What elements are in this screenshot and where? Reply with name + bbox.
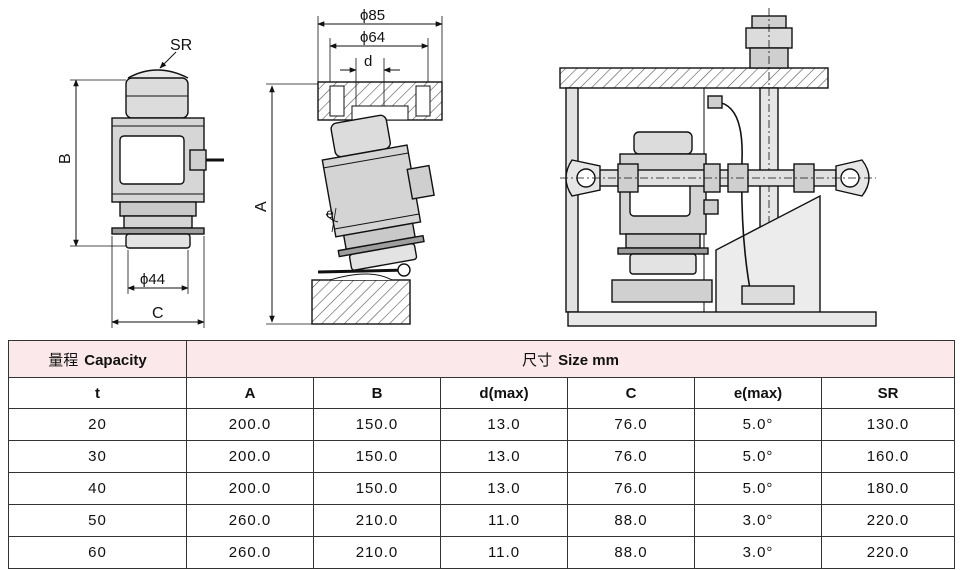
table-cell: 76.0 (567, 440, 695, 473)
table-row: 30 200.0 150.0 13.0 76.0 5.0° 160.0 (8, 440, 955, 473)
table-row: 20 200.0 150.0 13.0 76.0 5.0° 130.0 (8, 408, 955, 441)
label-a: A (253, 201, 270, 212)
size-header-cn: 尺寸 (522, 351, 553, 369)
label-phi64: ϕ64 (360, 29, 385, 46)
table-cell: 260.0 (186, 536, 314, 569)
table-cell: 3.0° (694, 504, 822, 537)
table-cell: 220.0 (821, 536, 955, 569)
table-cell: 88.0 (567, 504, 695, 537)
column-header-d: d(max) (440, 377, 568, 409)
table-cell: 180.0 (821, 472, 955, 505)
column-header-sr: SR (821, 377, 955, 409)
table-cell: 160.0 (821, 440, 955, 473)
table-cell: 11.0 (440, 504, 568, 537)
spec-table: 量程 Capacity 尺寸 Size mm t A B d(max) C e(ma… (8, 340, 955, 569)
capacity-header-en: Capacity (84, 351, 147, 369)
size-header: 尺寸 Size mm (186, 340, 955, 378)
table-cell: 210.0 (313, 504, 441, 537)
column-header-a: A (186, 377, 314, 409)
table-cell: 200.0 (186, 472, 314, 505)
label-phi85: ϕ85 (360, 7, 385, 24)
table-cell: 30 (8, 440, 187, 473)
table-cell: 5.0° (694, 408, 822, 441)
mounting-assembly-view (559, 8, 877, 327)
table-cell: 60 (8, 536, 187, 569)
capacity-header-cn: 量程 (48, 351, 79, 369)
sensor-tilt-view (266, 16, 443, 325)
table-row: 60 260.0 210.0 11.0 88.0 3.0° 220.0 (8, 536, 955, 569)
table-cell: 20 (8, 408, 187, 441)
table-cell: 220.0 (821, 504, 955, 537)
table-cell: 76.0 (567, 472, 695, 505)
column-header-t: t (8, 377, 187, 409)
sensor-front-view (70, 51, 224, 328)
table-cell: 76.0 (567, 408, 695, 441)
table-cell: 88.0 (567, 536, 695, 569)
table-cell: 11.0 (440, 536, 568, 569)
label-c: C (152, 305, 164, 322)
label-b: B (57, 153, 74, 164)
table-cell: 3.0° (694, 536, 822, 569)
label-e: e (326, 205, 334, 221)
table-cell: 5.0° (694, 440, 822, 473)
table-cell: 200.0 (186, 408, 314, 441)
label-d: d (364, 53, 372, 70)
table-cell: 150.0 (313, 440, 441, 473)
table-cell: 50 (8, 504, 187, 537)
table-row: 40 200.0 150.0 13.0 76.0 5.0° 180.0 (8, 472, 955, 505)
size-header-en: Size mm (558, 351, 619, 369)
column-header-e: e(max) (694, 377, 822, 409)
label-sr: SR (170, 37, 192, 54)
table-cell: 13.0 (440, 472, 568, 505)
table-row: 50 260.0 210.0 11.0 88.0 3.0° 220.0 (8, 504, 955, 537)
technical-drawing: SR B ϕ44 C (57, 7, 877, 328)
column-header-c: C (567, 377, 695, 409)
column-header-b: B (313, 377, 441, 409)
capacity-header: 量程 Capacity (8, 340, 187, 378)
table-cell: 13.0 (440, 408, 568, 441)
table-cell: 150.0 (313, 472, 441, 505)
table-cell: 200.0 (186, 440, 314, 473)
table-cell: 5.0° (694, 472, 822, 505)
table-cell: 150.0 (313, 408, 441, 441)
table-cell: 40 (8, 472, 187, 505)
table-cell: 13.0 (440, 440, 568, 473)
table-cell: 130.0 (821, 408, 955, 441)
table-cell: 210.0 (313, 536, 441, 569)
table-header-row: 量程 Capacity 尺寸 Size mm (8, 340, 955, 378)
label-phi44: ϕ44 (140, 271, 165, 288)
column-header-row: t A B d(max) C e(max) SR (8, 377, 955, 409)
table-cell: 260.0 (186, 504, 314, 537)
